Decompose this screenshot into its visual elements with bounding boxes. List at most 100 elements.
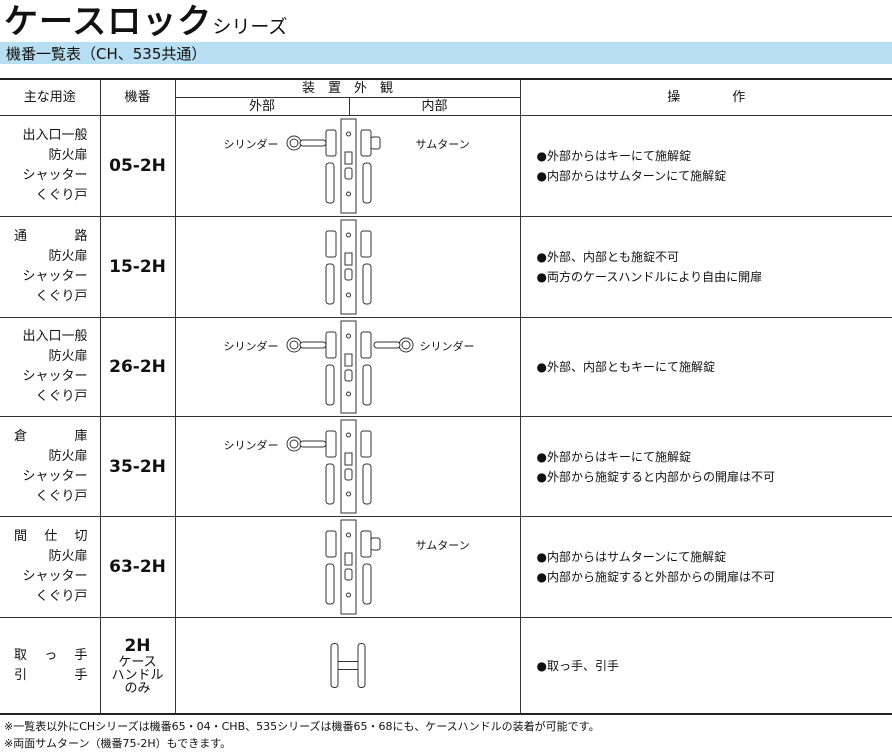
use-line: くぐり戸 xyxy=(35,389,88,404)
use-cell: 出入口一般防火扉シャッターくぐり戸 xyxy=(0,317,101,417)
use-line: シャッター xyxy=(22,468,88,484)
page-title: ケースロックシリーズ xyxy=(4,2,287,47)
model-cell: 26-2H xyxy=(99,317,176,417)
header-appearance: 装 置 外 観 xyxy=(174,78,521,98)
model-number: 35-2H xyxy=(109,456,166,477)
thumbturn-icon xyxy=(370,537,380,551)
lock-case-icon xyxy=(325,320,371,414)
thumbturn-icon xyxy=(370,136,380,150)
use-line: くぐり戸 xyxy=(35,488,88,504)
operation-item: ●取っ手、引手 xyxy=(536,658,619,673)
use-line: 防火扉 xyxy=(48,448,88,464)
operation-item: ●両方のケースハンドルにより自由に開扉 xyxy=(536,270,763,284)
use-line: 防火扉 xyxy=(48,148,88,163)
appearance-cell: シリンダー サムターン xyxy=(174,115,521,217)
inside-label: サムターン xyxy=(415,539,470,552)
lock-diagram xyxy=(286,419,371,514)
lock-diagram xyxy=(286,118,380,214)
lock-diagram xyxy=(286,320,413,414)
footnote: ※一覧表以外にCHシリーズは機番65・04・CHB、535シリーズは機番65・6… xyxy=(4,720,600,733)
title-suffix: シリーズ xyxy=(212,16,288,38)
appearance-cell: シリンダー xyxy=(174,416,521,517)
use-line: 取 っ 手 xyxy=(14,647,88,663)
model-number: 63-2H xyxy=(109,557,166,577)
operation-cell: ●取っ手、引手 xyxy=(519,617,892,715)
lock-diagram xyxy=(325,519,380,615)
use-line: 通 路 xyxy=(14,229,88,244)
header-operation: 操 作 xyxy=(519,78,892,116)
lock-diagram xyxy=(330,643,365,688)
header-outside: 外部 xyxy=(175,97,350,116)
lock-case-icon xyxy=(325,419,371,514)
cylinder-key-icon xyxy=(286,135,326,151)
model-cell: 15-2H xyxy=(99,216,176,318)
operation-item: ●内部から施錠すると外部からの開扉は不可 xyxy=(536,570,775,584)
use-line: 間 仕 切 xyxy=(14,529,88,544)
use-line: くぐり戸 xyxy=(35,589,88,604)
outside-label: シリンダー xyxy=(223,138,279,151)
model-cell: 63-2H xyxy=(99,516,176,618)
use-line: 出入口一般 xyxy=(22,329,88,344)
use-line: シャッター xyxy=(22,369,88,384)
model-number: 26-2H xyxy=(109,357,166,377)
cylinder-key-icon xyxy=(286,436,326,452)
lock-diagram xyxy=(325,219,371,315)
section-band: 機番一覧表（CH、535共通） xyxy=(0,42,892,64)
operation-item: ●内部からはサムターンにて施解錠 xyxy=(536,169,727,183)
header-model: 機番 xyxy=(99,78,176,116)
appearance-cell xyxy=(174,617,521,715)
operation-cell: ●外部からはキーにて施解錠 ●内部からはサムターンにて施解錠 xyxy=(519,115,892,217)
operation-cell: ●外部、内部ともキーにて施解錠 xyxy=(519,317,892,417)
header-inside: 内部 xyxy=(348,97,521,116)
model-note: ケース ハンドル のみ xyxy=(111,655,164,696)
model-cell: 05-2H xyxy=(99,115,176,217)
operation-item: ●外部から施錠すると内部からの開扉は不可 xyxy=(536,469,775,484)
use-line: シャッター xyxy=(22,569,88,584)
use-line: 引 手 xyxy=(14,667,88,683)
operation-cell: ●外部、内部とも施錠不可 ●両方のケースハンドルにより自由に開扉 xyxy=(519,216,892,318)
outside-label: シリンダー xyxy=(223,340,279,353)
use-line: 倉 庫 xyxy=(14,428,88,444)
use-cell: 間 仕 切防火扉シャッターくぐり戸 xyxy=(0,516,101,618)
use-cell: 出入口一般防火扉シャッターくぐり戸 xyxy=(0,115,101,217)
section-title: 機番一覧表（CH、535共通） xyxy=(6,45,207,63)
outside-label: シリンダー xyxy=(223,439,279,452)
operation-item: ●内部からはサムターンにて施解錠 xyxy=(536,550,727,564)
use-line: くぐり戸 xyxy=(35,289,88,304)
lock-case-icon xyxy=(325,219,371,315)
use-line: 防火扉 xyxy=(48,549,88,564)
table-row: 間 仕 切防火扉シャッターくぐり戸 63-2H サムターン ●内部からはサムターンにて… xyxy=(0,516,892,618)
appearance-cell: サムターン xyxy=(174,516,521,618)
cylinder-key-icon xyxy=(286,337,326,353)
model-number: 2H xyxy=(124,636,151,656)
appearance-cell: シリンダー シリンダー xyxy=(174,317,521,417)
lock-case-icon xyxy=(325,118,371,214)
inside-label: サムターン xyxy=(415,138,470,151)
title-main: ケースロック xyxy=(4,2,213,42)
use-line: くぐり戸 xyxy=(35,188,88,203)
operation-item: ●外部からはキーにて施解錠 xyxy=(536,149,691,163)
use-line: シャッター xyxy=(22,168,88,183)
operation-item: ●外部からはキーにて施解錠 xyxy=(536,449,691,464)
lock-case-icon xyxy=(325,519,371,615)
inside-label: シリンダー xyxy=(419,340,475,353)
operation-item: ●外部、内部とも施錠不可 xyxy=(536,250,679,264)
use-line: 出入口一般 xyxy=(22,128,88,143)
operation-cell: ●内部からはサムターンにて施解錠 ●内部から施錠すると外部からの開扉は不可 xyxy=(519,516,892,618)
appearance-cell xyxy=(174,216,521,318)
operation-cell: ●外部からはキーにて施解錠 ●外部から施錠すると内部からの開扉は不可 xyxy=(519,416,892,517)
model-cell: 35-2H xyxy=(99,416,176,517)
use-cell: 取 っ 手引 手 xyxy=(0,617,101,715)
use-cell: 通 路防火扉シャッターくぐり戸 xyxy=(0,216,101,318)
case-handle-icon xyxy=(330,643,365,688)
footnote: ※両面サムターン（機番75-2H）もできます。 xyxy=(4,737,232,750)
operation-item: ●外部、内部ともキーにて施解錠 xyxy=(536,360,715,374)
use-cell: 倉 庫防火扉シャッターくぐり戸 xyxy=(0,416,101,517)
